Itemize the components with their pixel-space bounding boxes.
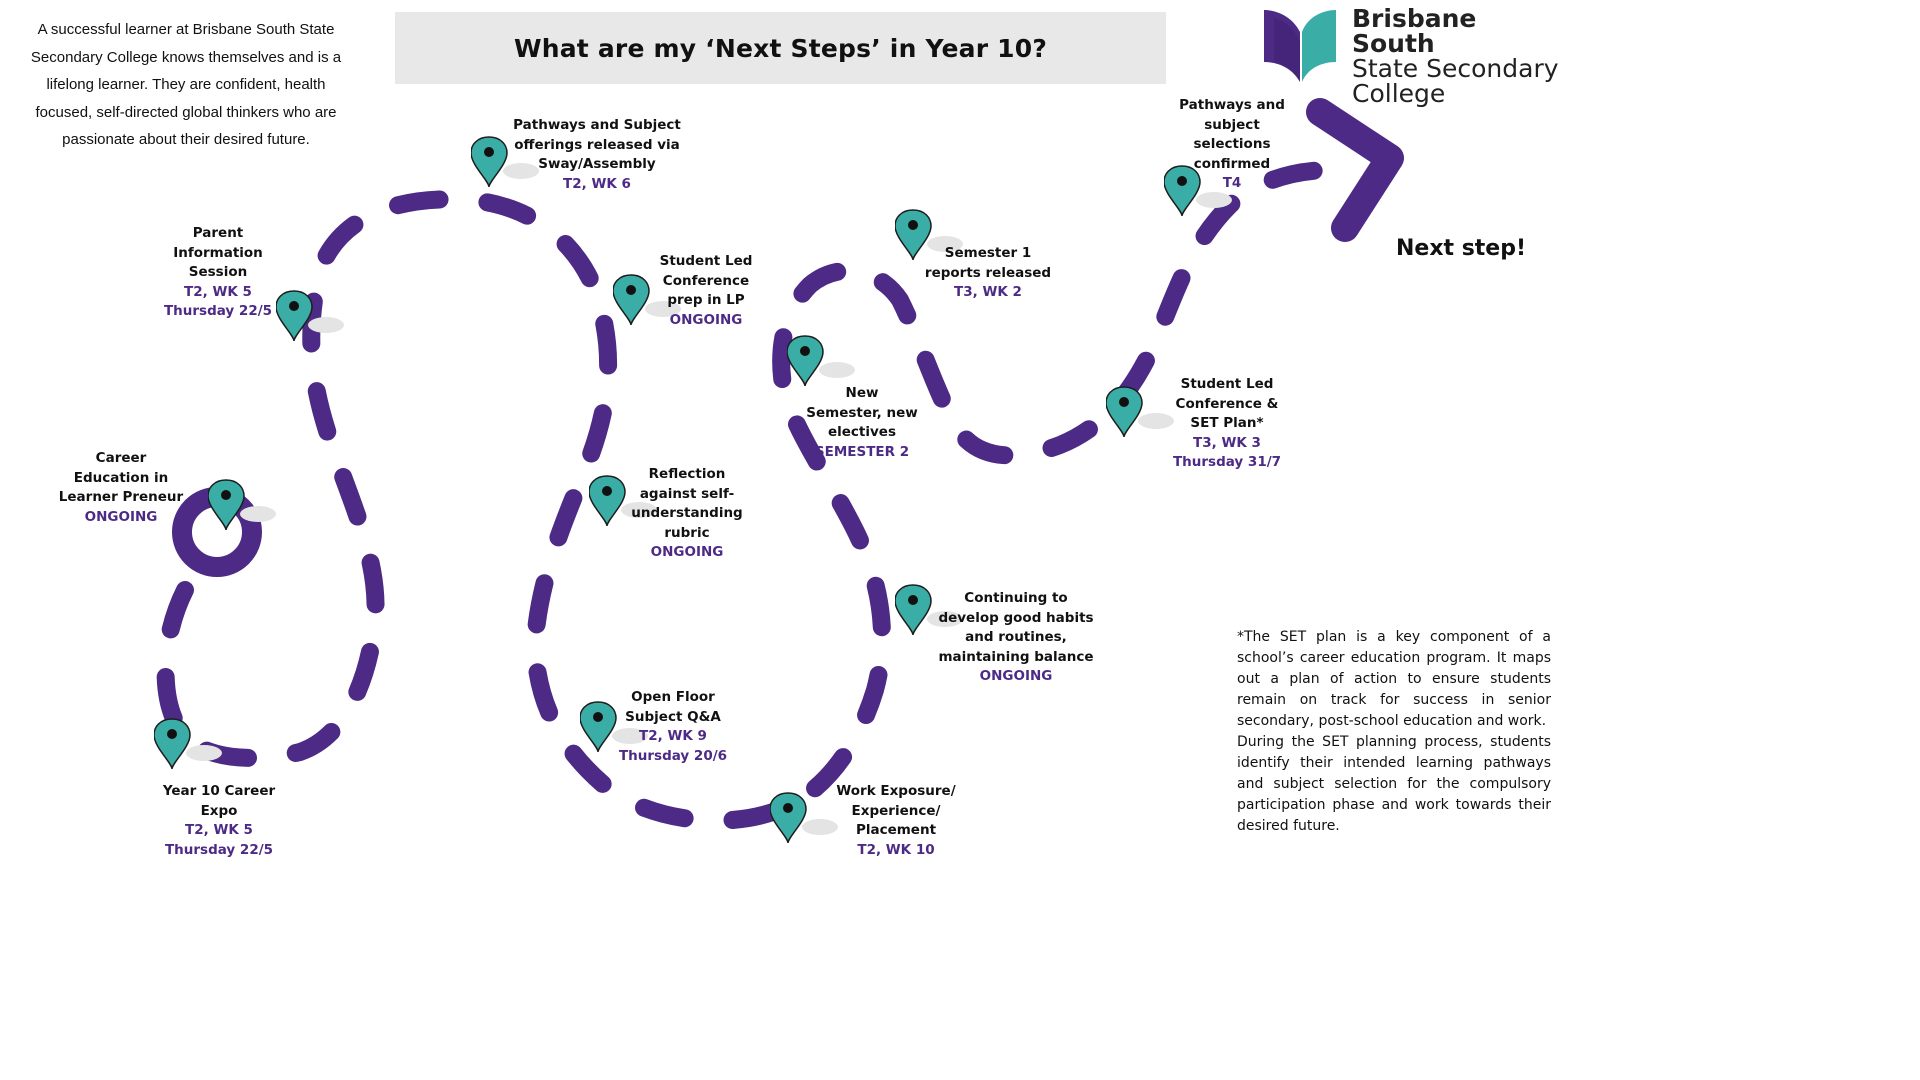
title-banner: What are my ‘Next Steps’ in Year 10?	[395, 12, 1166, 84]
milestone-open-floor: Open Floor Subject Q&A T2, WK 9 Thursday…	[614, 688, 732, 766]
next-step-label: Next step!	[1396, 236, 1527, 261]
milestone-slc-prep: Student Led Conference prep in LP ONGOIN…	[652, 252, 760, 330]
milestone-title: Open Floor Subject Q&A	[625, 689, 721, 725]
intro-text: A successful learner at Brisbane South S…	[30, 21, 342, 148]
milestone-date: T2, WK 5	[185, 822, 253, 838]
logo-wordmark: Brisbane South State Secondary College	[1352, 6, 1562, 106]
milestone-date: T4	[1222, 175, 1242, 191]
milestone-title: Work Exposure/ Experience/ Placement	[836, 783, 956, 838]
school-logo: Brisbane South State Secondary College	[1262, 6, 1562, 106]
milestone-habits: Continuing to develop good habits and ro…	[936, 589, 1096, 687]
milestone-date: T3, WK 2	[954, 284, 1022, 300]
location-pin-icon	[588, 474, 659, 530]
location-pin-icon	[612, 273, 683, 329]
location-pin-icon	[894, 583, 965, 639]
milestone-reflection: Reflection against self-understanding ru…	[628, 465, 746, 563]
location-pin-icon	[786, 334, 857, 390]
milestone-slc-set: Student Led Conference & SET Plan* T3, W…	[1160, 375, 1294, 473]
milestone-title: Semester 1 reports released	[924, 245, 1052, 281]
footnote-paragraph-2: During the SET planning process, student…	[1237, 734, 1551, 834]
footnote-paragraph-1: *The SET plan is a key component of a sc…	[1237, 629, 1551, 729]
location-pin-icon	[579, 700, 650, 756]
milestone-new-semester: New Semester, new electives SEMESTER 2	[806, 384, 918, 462]
logo-line-3: College	[1352, 79, 1446, 108]
milestone-title: Student Led Conference & SET Plan*	[1175, 376, 1279, 431]
milestone-title: Pathways and Subject offerings released …	[513, 117, 681, 172]
milestone-date: T2, WK 9	[639, 728, 707, 744]
milestone-work-exposure: Work Exposure/ Experience/ Placement T2,…	[836, 782, 956, 860]
location-pin-icon	[769, 791, 840, 847]
milestone-pathways-confirmed: Pathways and subject selections confirme…	[1176, 96, 1288, 194]
location-pin-icon	[1105, 385, 1176, 441]
journey-dashed-line	[156, 161, 1339, 830]
milestone-date-2: Thursday 22/5	[164, 841, 274, 858]
milestone-date: ONGOING	[669, 311, 743, 328]
open-book-logo-icon	[1264, 10, 1336, 82]
milestone-sem1-reports: Semester 1 reports released T3, WK 2	[924, 244, 1052, 303]
milestone-title: Pathways and subject selections confirme…	[1179, 97, 1285, 172]
milestone-date: T2, WK 6	[563, 175, 631, 192]
milestone-date: T2, WK 5	[184, 283, 252, 300]
milestone-title: Year 10 Career Expo	[162, 783, 276, 819]
location-pin-icon	[207, 478, 278, 534]
milestone-title: New Semester, new electives	[806, 385, 918, 440]
milestone-date: ONGOING	[979, 668, 1053, 684]
location-pin-icon	[275, 289, 346, 345]
milestone-pathways-released: Pathways and Subject offerings released …	[510, 116, 684, 194]
location-pin-icon	[894, 208, 965, 264]
milestone-date: ONGOING	[650, 544, 724, 560]
milestone-date: T2, WK 10	[857, 841, 935, 858]
page-title: What are my ‘Next Steps’ in Year 10?	[513, 33, 1048, 63]
set-plan-footnote: *The SET plan is a key component of a sc…	[1237, 627, 1551, 837]
milestone-title: Parent Information Session	[173, 225, 263, 280]
location-pin-icon	[1163, 164, 1234, 220]
logo-line-2: State Secondary	[1352, 54, 1559, 83]
milestone-career-education: Career Education in Learner Preneur ONGO…	[56, 449, 186, 527]
location-pin-icon	[470, 135, 541, 191]
next-step-arrow	[1306, 98, 1404, 242]
milestone-date: T3, WK 3	[1193, 434, 1261, 451]
milestone-parent-info: Parent Information Session T2, WK 5 Thur…	[158, 224, 278, 322]
milestone-date-2: Thursday 20/6	[618, 747, 728, 764]
milestone-career-expo: Year 10 Career Expo T2, WK 5 Thursday 22…	[160, 782, 278, 860]
location-pin-icon	[153, 717, 224, 773]
milestone-date: SEMESTER 2	[814, 443, 910, 460]
milestone-date-2: Thursday 22/5	[163, 303, 273, 319]
milestone-title: Student Led Conference prep in LP	[659, 253, 753, 308]
milestone-date-2: Thursday 31/7	[1172, 454, 1282, 470]
milestone-title: Reflection against self-understanding ru…	[631, 466, 743, 541]
logo-line-1: Brisbane South	[1352, 4, 1477, 58]
milestone-title: Career Education in Learner Preneur	[58, 450, 184, 505]
milestone-title: Continuing to develop good habits and ro…	[938, 590, 1094, 665]
milestone-date: ONGOING	[84, 508, 158, 525]
